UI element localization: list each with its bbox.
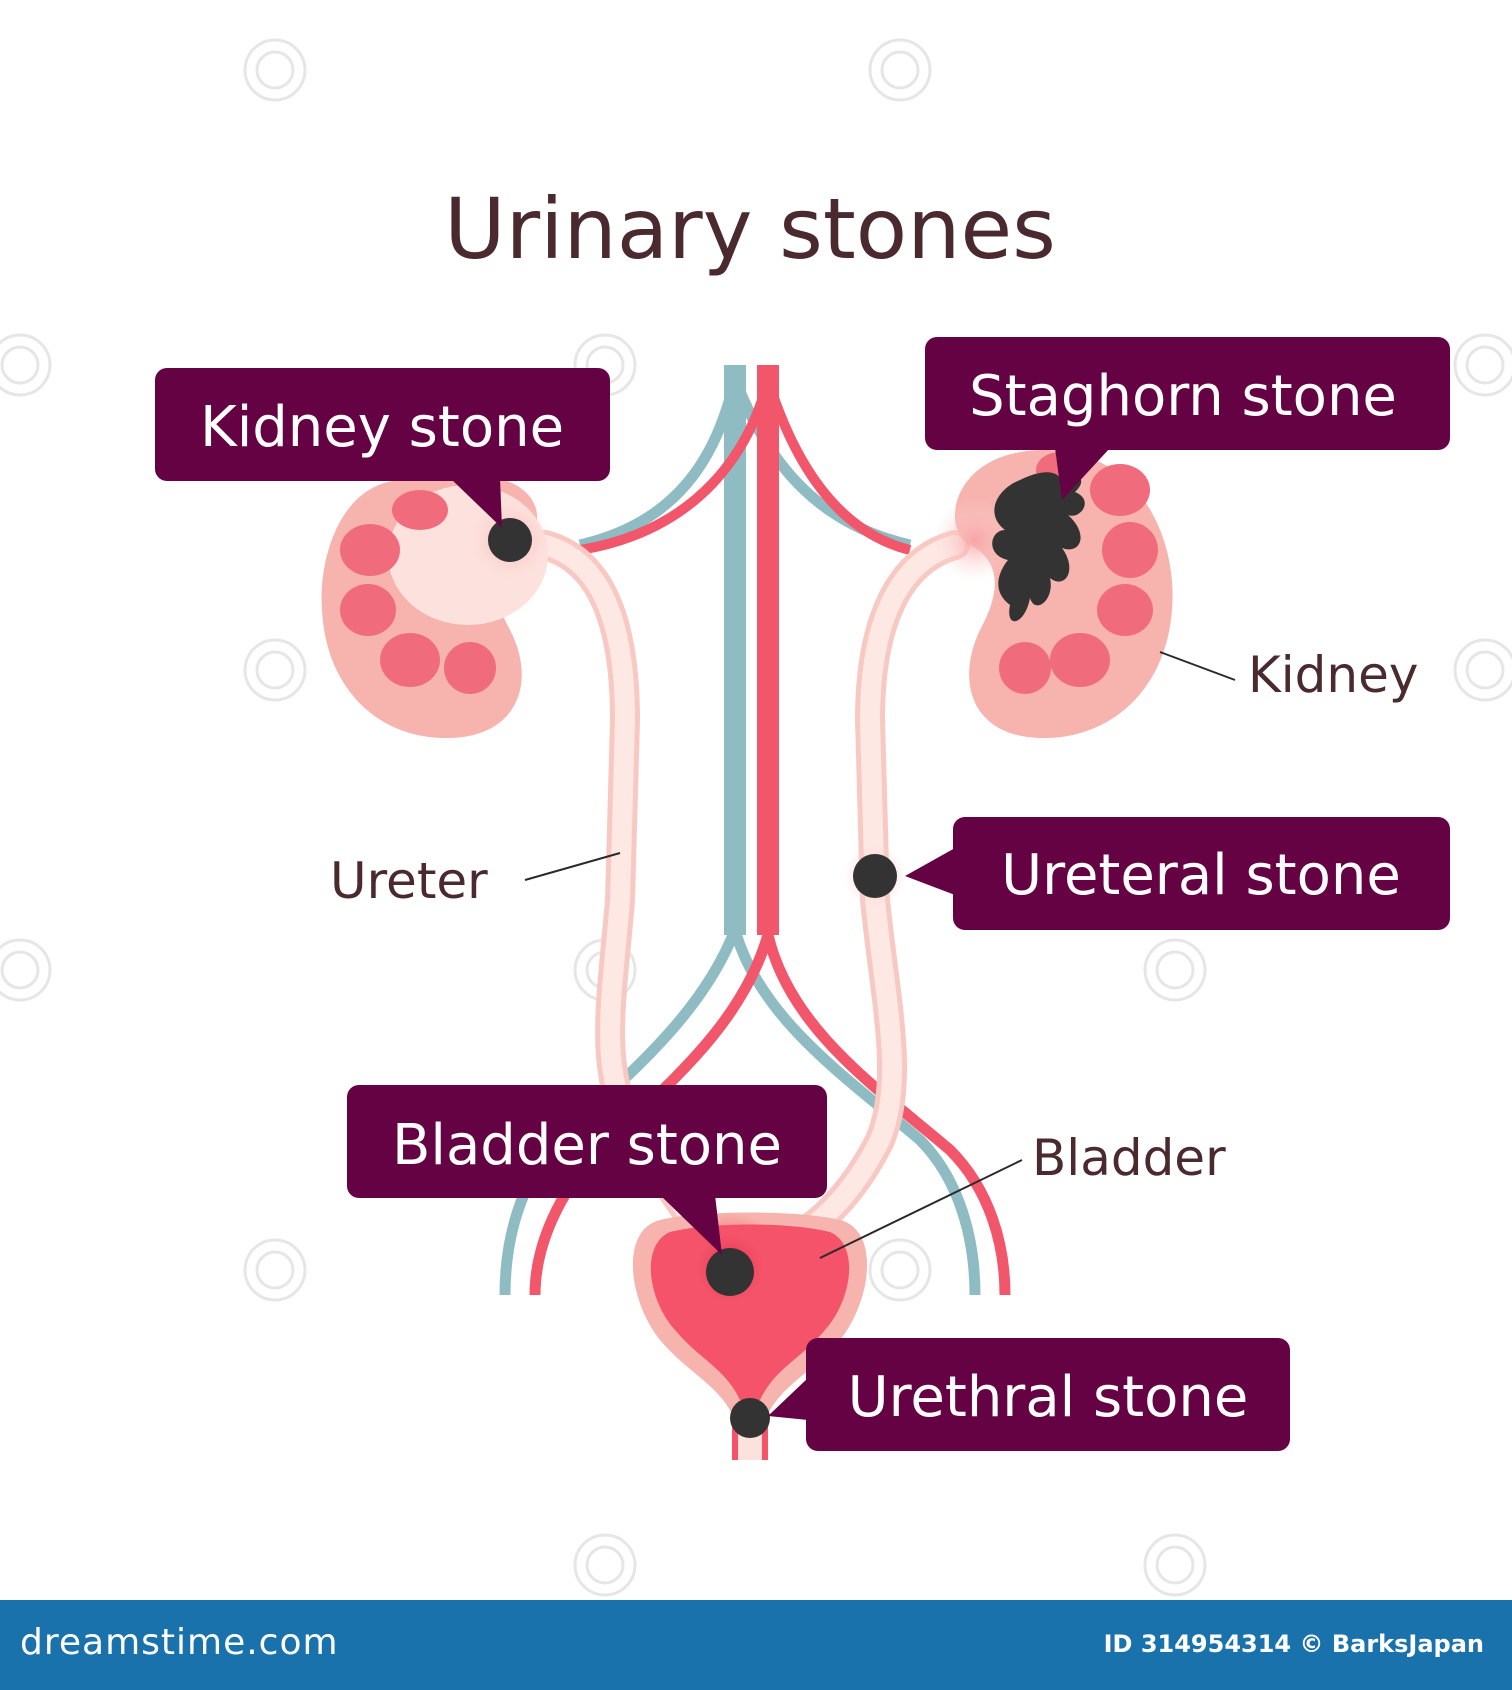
- watermark: [0, 38, 1512, 1597]
- kidney-left-pyramid: [444, 642, 496, 694]
- kidney-label: Kidney: [1248, 646, 1418, 704]
- ureter-label: Ureter: [330, 852, 488, 910]
- callout-urethral-stone-pointer: [768, 1378, 808, 1420]
- callout-kidney-stone: Kidney stone: [155, 368, 610, 528]
- renal-artery-left: [579, 378, 773, 555]
- ureter-leader: [524, 852, 621, 881]
- urethral-stone-marker: [730, 1398, 770, 1438]
- kidney-left-pyramid: [392, 490, 448, 530]
- urinary-stones-diagram: Urinary stones: [0, 38, 1512, 1597]
- callout-bladder-stone-pointer: [660, 1195, 722, 1255]
- iliac-vein-right: [729, 928, 981, 1296]
- kidney-leader: [1159, 651, 1236, 681]
- kidney-left-pyramid: [380, 633, 440, 687]
- callout-ureteral-stone-text: Ureteral stone: [1001, 843, 1401, 908]
- bladder-stone-marker: [706, 1248, 754, 1296]
- leader-lines: [524, 651, 1236, 1259]
- kidney-right: [933, 450, 1173, 739]
- blood-vessels: [499, 365, 1011, 1296]
- footer-bar: dreamstime.com ID 314954314 © BarksJapan: [0, 1600, 1512, 1690]
- bladder-leader: [819, 1159, 1023, 1259]
- callout-bladder-stone-box: [347, 1085, 827, 1198]
- callout-bladder-stone: Bladder stone: [347, 1085, 827, 1255]
- staghorn-stone-shape: [992, 472, 1085, 622]
- footer-id-credit: ID 314954314 © BarksJapan: [1103, 1630, 1484, 1658]
- callout-staghorn-stone-box: [925, 337, 1450, 450]
- stones: [488, 518, 907, 1438]
- callout-staghorn-stone: Staghorn stone: [925, 337, 1450, 500]
- kidney-right-pyramid: [1102, 522, 1158, 578]
- kidney-left-pyramid: [340, 524, 400, 576]
- kidney-right-pyramid: [999, 642, 1051, 694]
- callout-kidney-stone-text: Kidney stone: [200, 395, 564, 460]
- callout-bladder-stone-text: Bladder stone: [392, 1113, 782, 1178]
- footer-brand: dreamstime.com: [20, 1622, 339, 1663]
- kidney-right-pyramid: [1090, 464, 1150, 516]
- kidney-right-pyramid: [1097, 584, 1153, 636]
- callout-kidney-stone-box: [155, 368, 610, 481]
- callout-urethral-stone-box: [806, 1338, 1290, 1451]
- bladder-label: Bladder: [1032, 1129, 1226, 1187]
- callout-staghorn-stone-pointer: [1055, 448, 1110, 500]
- ureteral-stone-marker: [853, 854, 897, 898]
- kidney-right-glow: [933, 498, 1017, 582]
- renal-artery-right: [763, 378, 912, 555]
- callout-ureteral-stone: Ureteral stone: [905, 817, 1450, 930]
- ureter-right-inner: [780, 535, 965, 1250]
- callout-staghorn-stone-text: Staghorn stone: [969, 364, 1397, 429]
- page-title: Urinary stones: [444, 180, 1056, 278]
- iliac-artery-right: [762, 933, 1011, 1296]
- kidney-stone-marker: [488, 518, 532, 562]
- kidney-left-pyramid: [340, 584, 396, 636]
- vena-cava-top-left: [578, 378, 741, 551]
- callout-urethral-stone-text: Urethral stone: [848, 1365, 1249, 1430]
- callout-ureteral-stone-box: [953, 817, 1450, 930]
- callout-urethral-stone: Urethral stone: [768, 1338, 1290, 1451]
- kidney-left: [321, 475, 552, 739]
- callout-kidney-stone-pointer: [450, 478, 502, 528]
- callout-ureteral-stone-pointer: [905, 848, 955, 895]
- kidney-right-pyramid: [1050, 633, 1110, 687]
